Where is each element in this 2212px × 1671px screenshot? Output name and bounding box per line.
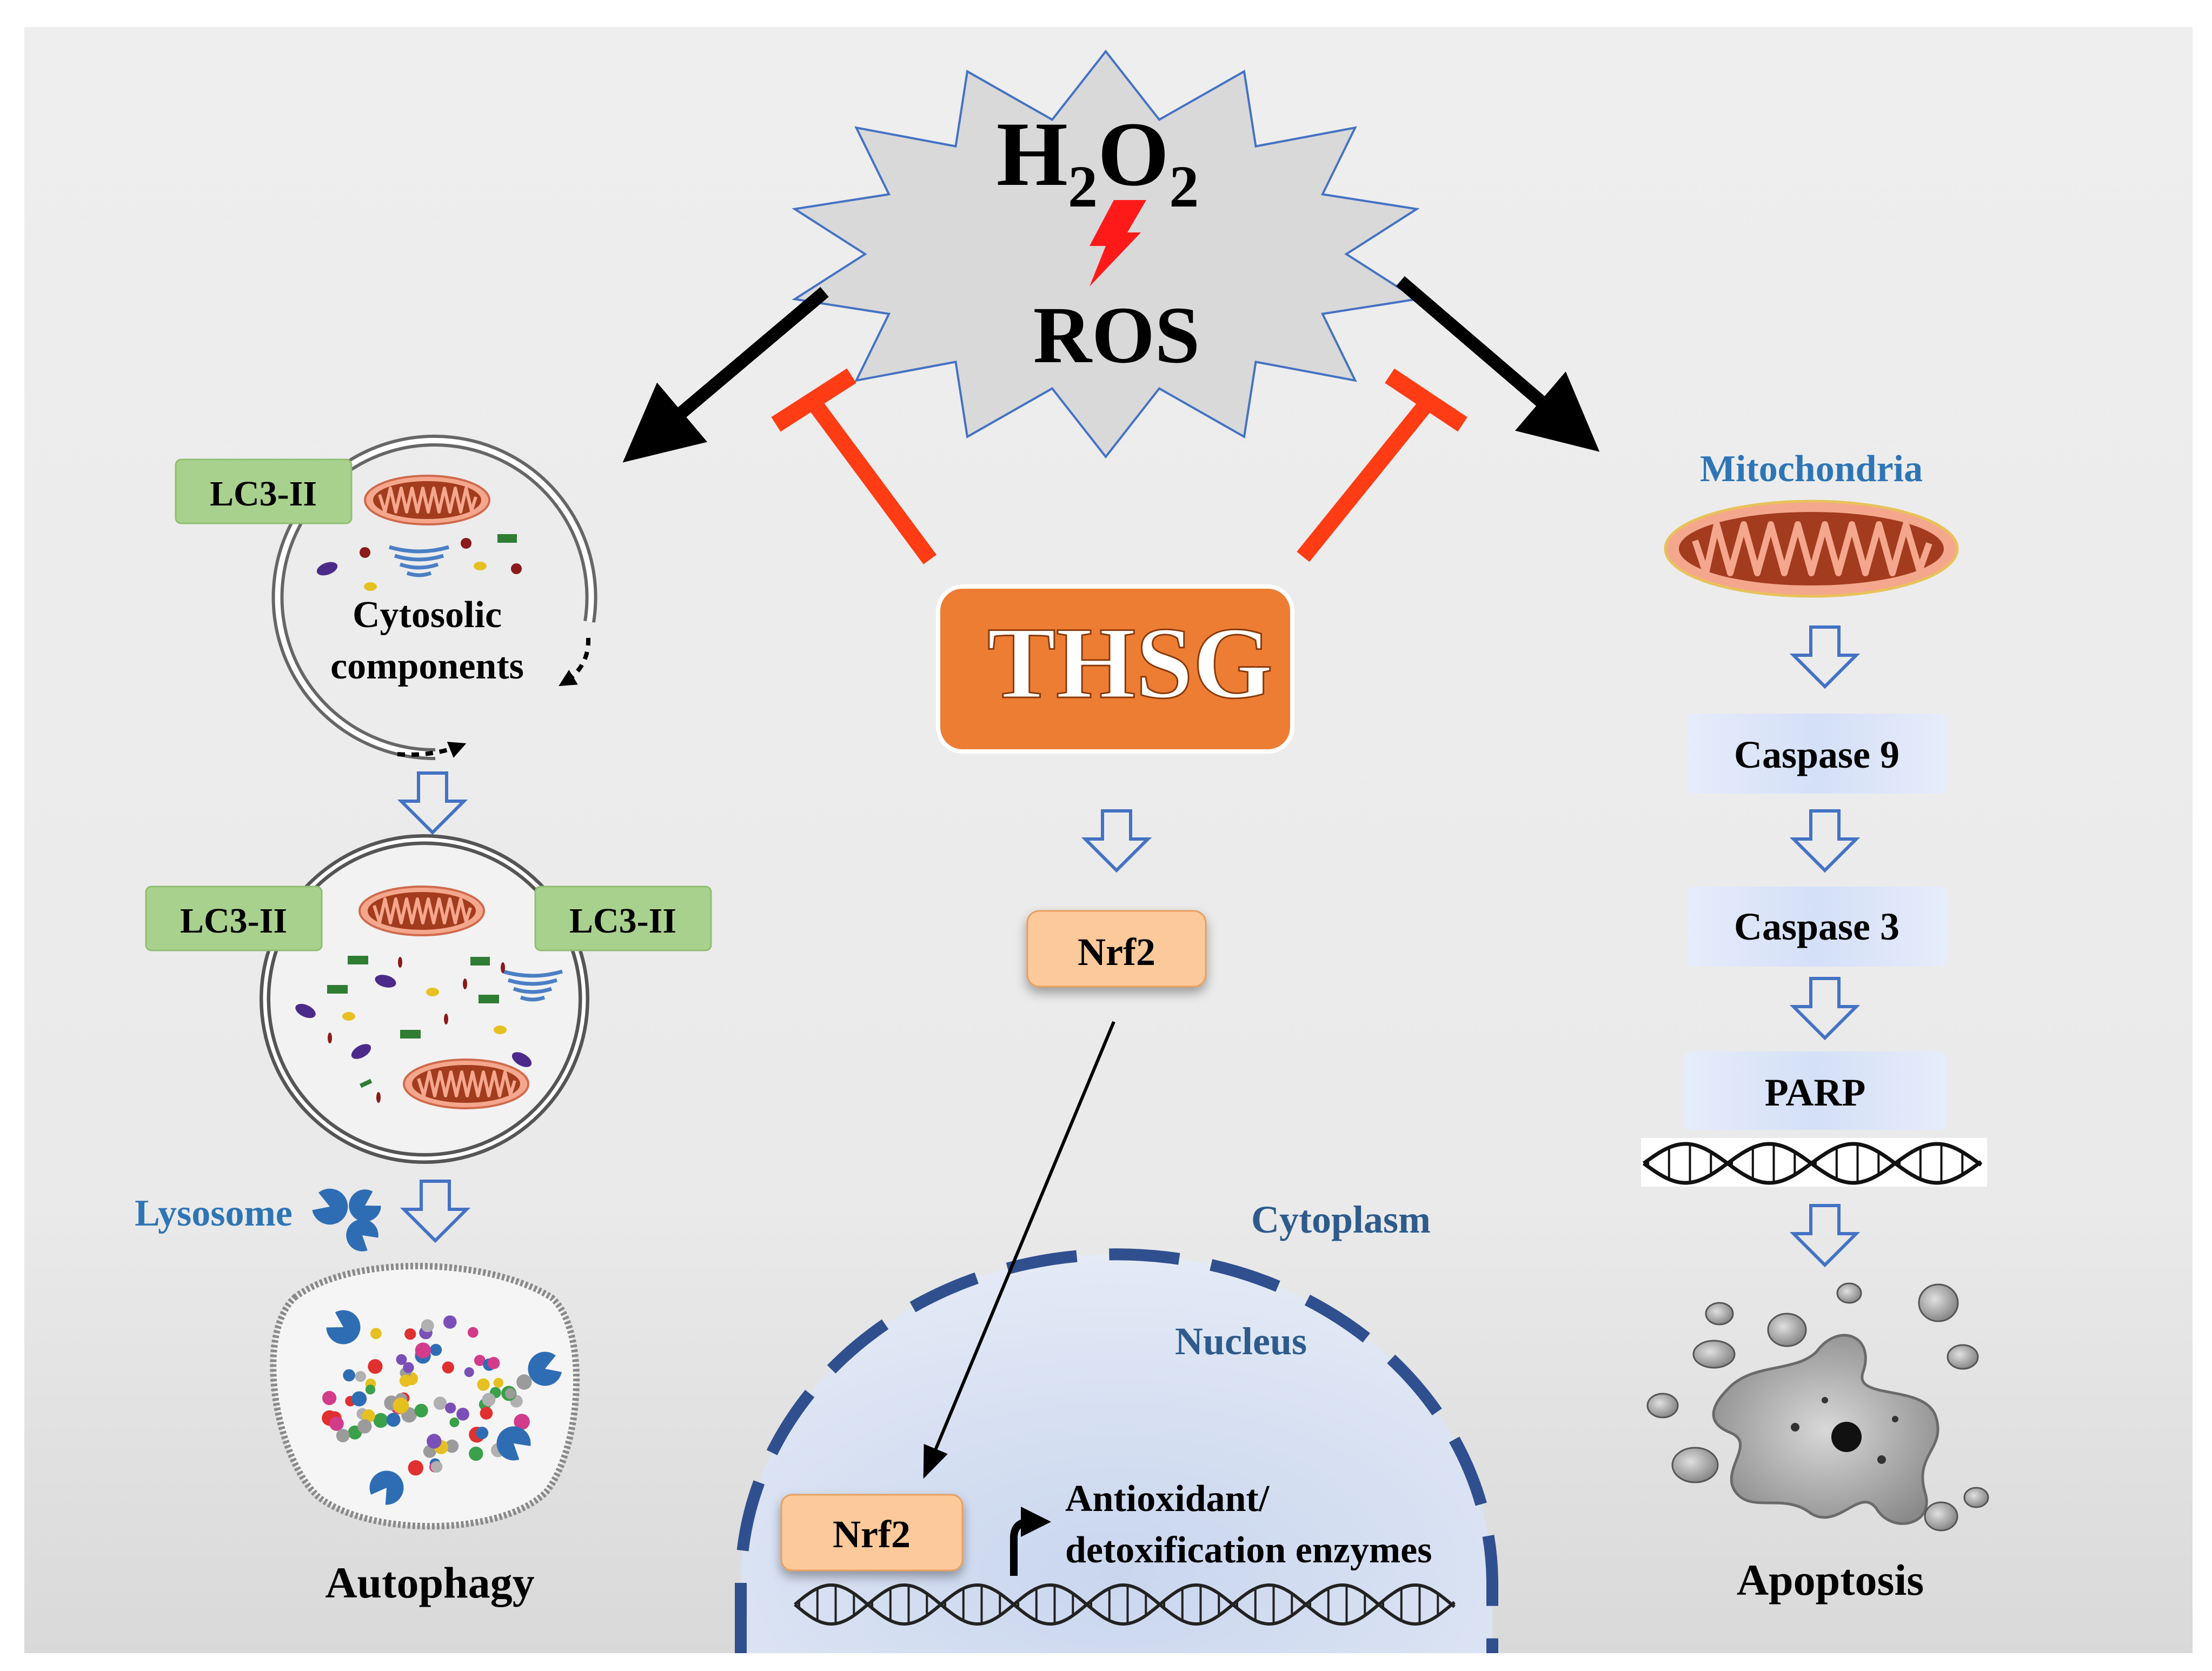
degraded-particle <box>403 1362 414 1373</box>
nucleus-label: Nucleus <box>1175 1320 1307 1363</box>
degraded-particle <box>487 1357 500 1369</box>
degraded-particle <box>474 1355 486 1366</box>
lc3-ii-label-top: LC3-II <box>210 474 317 514</box>
degraded-particle <box>415 1342 431 1359</box>
thsg-box: THSG <box>936 584 1294 754</box>
degraded-particle <box>414 1403 428 1417</box>
degraded-particle <box>343 1369 355 1382</box>
autophagy-title: Autophagy <box>325 1558 534 1607</box>
degraded-particle <box>445 1439 459 1453</box>
lc3-ii-box-left: LC3-II <box>145 886 323 951</box>
degraded-particle <box>442 1361 454 1374</box>
caspase-3-box: Caspase 3 <box>1687 887 1947 967</box>
degraded-particle <box>469 1446 483 1461</box>
nrf2-cytoplasm-box: Nrf2 <box>1026 910 1207 988</box>
degraded-particle <box>351 1391 367 1407</box>
degraded-particle <box>396 1354 407 1365</box>
dna-fragment-icon <box>1641 1138 1987 1187</box>
degraded-particle <box>445 1402 456 1414</box>
degraded-particle <box>329 1416 344 1431</box>
degraded-particle <box>393 1397 409 1414</box>
degraded-particle <box>493 1377 504 1388</box>
degraded-particle <box>430 1461 443 1473</box>
degraded-particle <box>514 1414 530 1430</box>
apoptotic-cell-icon <box>1646 1282 1989 1532</box>
degraded-particle <box>482 1393 496 1407</box>
arrow-ros-to-apoptosis <box>1396 276 1600 452</box>
degraded-particle <box>476 1427 489 1440</box>
svg-text:H2O2: H2O2 <box>997 103 1199 219</box>
h2o2-sub-2: 2 <box>1169 154 1199 219</box>
lc3-ii-label-left: LC3-II <box>180 901 287 941</box>
caspase-3-label: Caspase 3 <box>1734 905 1899 948</box>
degraded-particle <box>516 1374 532 1390</box>
lysosome-label: Lysosome <box>135 1193 293 1234</box>
cytoplasm-label: Cytoplasm <box>1251 1198 1431 1241</box>
enzymes-label-line1: Antioxidant/ <box>1065 1478 1270 1520</box>
dna-helix-nucleus <box>794 1583 1456 1626</box>
degraded-particle <box>443 1315 457 1329</box>
enzymes-label-line2: detoxification enzymes <box>1065 1529 1432 1571</box>
degraded-particle <box>386 1413 401 1427</box>
ros-label: ROS <box>1033 290 1200 380</box>
caspase-9-label: Caspase 9 <box>1734 733 1899 776</box>
degraded-particle <box>477 1378 490 1391</box>
degraded-particle <box>322 1390 337 1406</box>
degraded-particle <box>370 1328 382 1340</box>
nrf2-cytoplasm-label: Nrf2 <box>1078 930 1155 974</box>
nrf2-nucleus-box: Nrf2 <box>780 1494 964 1572</box>
lc3-ii-box-right: LC3-II <box>534 886 712 951</box>
parp-label: PARP <box>1765 1071 1866 1114</box>
lc3-ii-box-top: LC3-II <box>175 458 353 524</box>
degraded-particle <box>421 1319 434 1333</box>
mitochondria-label: Mitochondria <box>1700 448 1923 490</box>
parp-box: PARP <box>1684 1051 1947 1130</box>
degraded-particle <box>365 1384 376 1395</box>
organelle-debris-2 <box>295 956 532 1103</box>
degraded-particle <box>427 1434 442 1449</box>
h2o2-h: H <box>997 103 1068 205</box>
thsg-label: THSG <box>987 607 1273 720</box>
lightning-icon <box>1090 200 1146 287</box>
transcription-arrow-icon <box>1010 1507 1051 1576</box>
degraded-particle <box>404 1328 416 1340</box>
degraded-particle <box>357 1419 372 1434</box>
degraded-particle <box>430 1343 442 1356</box>
inhibition-left <box>771 368 937 564</box>
nrf2-nucleus-label: Nrf2 <box>833 1513 911 1556</box>
degraded-particle <box>480 1407 493 1420</box>
h2o2-sub-1: 2 <box>1068 154 1098 219</box>
inhibition-right <box>1297 368 1467 562</box>
autolysosome <box>270 1262 580 1530</box>
mitochondrion-autophagosome-2 <box>404 1060 528 1108</box>
degraded-particle <box>433 1396 447 1410</box>
degraded-particle <box>467 1327 479 1338</box>
degraded-particle <box>399 1374 412 1387</box>
degraded-particle <box>355 1371 366 1382</box>
degraded-particle <box>362 1409 375 1423</box>
lc3-ii-label-right: LC3-II <box>569 901 676 941</box>
degraded-particle <box>368 1359 383 1374</box>
degraded-particle <box>505 1388 516 1399</box>
degraded-particle <box>373 1413 388 1428</box>
arrow-nrf2-translocation <box>923 1021 1115 1479</box>
degraded-particle <box>449 1417 460 1428</box>
degraded-particle <box>464 1367 474 1377</box>
degraded-particle <box>456 1408 469 1421</box>
mitochondrion-large <box>1664 500 1959 598</box>
apoptosis-title: Apoptosis <box>1737 1555 1924 1605</box>
organelle-debris-1 <box>316 534 522 591</box>
mitochondrion-autophagosome-1 <box>360 887 484 935</box>
degraded-particle <box>336 1429 350 1443</box>
degraded-particle <box>408 1460 423 1476</box>
cytosolic-label-line2: components <box>330 645 524 687</box>
cytosolic-label-line1: Cytosolic <box>353 594 502 636</box>
caspase-9-box: Caspase 9 <box>1687 714 1947 794</box>
ros-stress-burst: H2O2 ROS <box>792 49 1420 459</box>
mitochondrion-phagophore <box>365 476 489 524</box>
arrow-ros-to-autophagy <box>622 287 829 463</box>
h2o2-o: O <box>1098 103 1169 205</box>
